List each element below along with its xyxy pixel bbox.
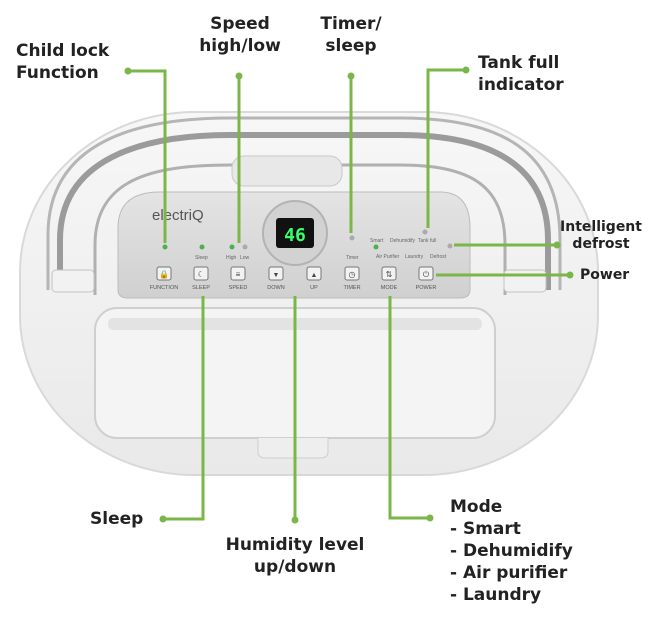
handle-grip: [231, 155, 343, 187]
up-label: UP: [310, 285, 318, 291]
power-label: POWER: [416, 285, 437, 291]
sleep-leader: [163, 296, 205, 521]
svg-text:▲: ▲: [311, 272, 318, 279]
child-lock-callout: Child lock Function: [16, 41, 110, 83]
sleep-callout: Sleep: [90, 509, 144, 529]
tank-full-leader: [426, 68, 466, 228]
humidity-callout: Humidity level up/down: [225, 535, 365, 577]
mode-item-laundry: - Laundry: [450, 585, 542, 605]
brand-logo: electriQ: [152, 207, 204, 224]
label-high: High: [226, 255, 237, 261]
up-button[interactable]: ▲ UP: [306, 266, 322, 291]
timer-button[interactable]: ◷ TIMER: [343, 266, 361, 291]
defrost-led: [447, 243, 453, 249]
mode-item-air-purifier: - Air purifier: [450, 563, 568, 583]
timer-callout: Timer/ sleep: [320, 14, 382, 56]
label-smart: Smart: [370, 238, 384, 244]
label-dehumidify: Dehumidify: [390, 238, 416, 244]
down-label: DOWN: [267, 285, 284, 291]
svg-text:▼: ▼: [273, 272, 280, 279]
svg-text:⏻: ⏻: [423, 270, 430, 279]
sleep-label: SLEEP: [192, 285, 210, 291]
label-defrost: Defrost: [430, 254, 447, 260]
svg-text:☾: ☾: [197, 270, 204, 279]
mode-led: [373, 244, 379, 250]
speed-high-led: [229, 244, 235, 250]
svg-text:≡: ≡: [236, 270, 241, 279]
speed-callout: Speed high/low: [199, 14, 281, 56]
label-timer: Timer: [346, 255, 359, 261]
function-label: FUNCTION: [150, 285, 178, 291]
leader-lines: [128, 68, 570, 521]
function-button[interactable]: 🔒 FUNCTION: [150, 266, 178, 291]
display-value: 46: [284, 225, 306, 246]
handle-outline: [46, 116, 562, 290]
label-laundry: Laundry: [405, 254, 424, 260]
sleep-button[interactable]: ☾ SLEEP: [192, 266, 210, 291]
child-lock-leader: [128, 69, 167, 243]
panel-buttons: 🔒 FUNCTION ☾ SLEEP ≡ SPEED ▼ DOWN ▲: [150, 266, 437, 291]
mode-item-dehumidify: - Dehumidify: [450, 541, 573, 561]
mode-label: MODE: [381, 285, 398, 291]
label-low: Low: [240, 255, 250, 261]
power-button[interactable]: ⏻ POWER: [416, 266, 437, 291]
tank-full-led: [422, 229, 428, 235]
tank-full-callout: Tank full indicator: [478, 53, 564, 95]
svg-text:🔒: 🔒: [159, 270, 169, 279]
power-callout: Power: [580, 267, 630, 283]
child-lock-led: [162, 244, 168, 250]
mode-callout-title: Mode: [450, 497, 503, 517]
speed-low-led: [242, 244, 248, 250]
intelligent-defrost-callout: Intelligent defrost: [560, 219, 642, 252]
mode-leader: [388, 296, 430, 520]
mode-button[interactable]: ⇅ MODE: [381, 266, 398, 291]
svg-text:◷: ◷: [349, 270, 356, 279]
speed-button[interactable]: ≡ SPEED: [229, 266, 248, 291]
speed-label: SPEED: [229, 285, 248, 291]
label-air-purifier: Air Purifier: [376, 254, 400, 260]
timer-label: TIMER: [343, 285, 360, 291]
humidity-display: [276, 218, 314, 248]
label-sleep: Sleep: [195, 255, 208, 261]
label-tank-full: Tank full: [418, 238, 436, 244]
sleep-led: [199, 244, 205, 250]
leader-dots: [124, 66, 574, 524]
timer-led: [349, 235, 355, 241]
down-button[interactable]: ▼ DOWN: [267, 266, 285, 291]
mode-callout: Mode - Smart - Dehumidify - Air purifier…: [450, 496, 573, 606]
mode-item-smart: - Smart: [450, 519, 521, 539]
svg-text:⇅: ⇅: [386, 270, 393, 279]
control-panel: electriQ 46 Sleep High Low Timer Smart D…: [117, 191, 471, 299]
